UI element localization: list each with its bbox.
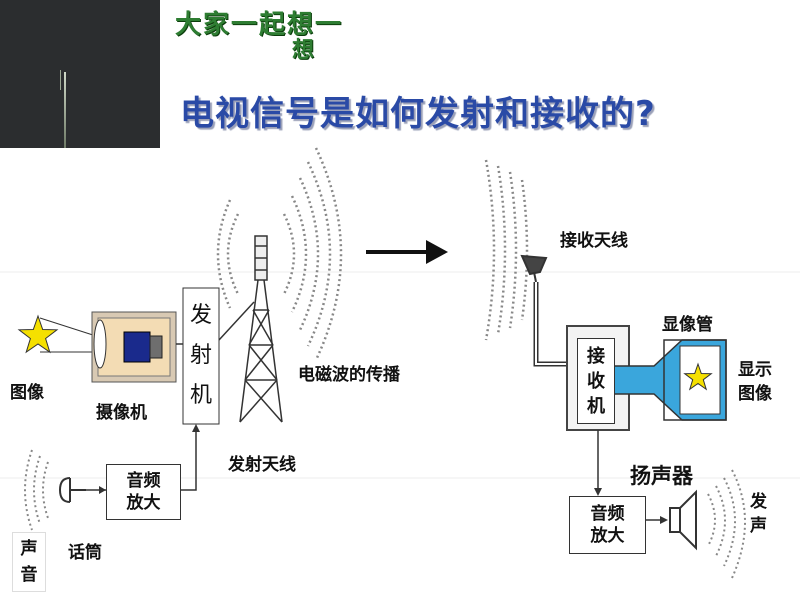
camera-label: 摄像机 <box>96 403 147 423</box>
output-char: 发 <box>750 492 767 512</box>
star-icon <box>17 314 59 354</box>
audio-amp-box-tx: 音频 放大 <box>106 464 181 520</box>
microphone-label: 话筒 <box>68 543 102 563</box>
prompt-line-2: 想 <box>292 38 317 63</box>
display-line: 图像 <box>738 384 772 404</box>
receiver-box: 接 收 机 <box>577 338 615 424</box>
receiver-char: 收 <box>587 370 605 392</box>
microphone-icon <box>58 477 86 503</box>
audio-amp-line: 音频 <box>590 504 625 524</box>
antenna-cable-inner <box>535 282 576 365</box>
signal-wire <box>181 428 197 491</box>
audio-amp-line: 音频 <box>126 471 161 491</box>
radio-waves <box>216 147 343 361</box>
receiver-char: 接 <box>587 345 605 367</box>
audio-amp-box-rx: 音频 放大 <box>569 496 646 554</box>
speaker-icon <box>669 489 697 551</box>
light-ray <box>39 317 97 337</box>
transmit-tower-icon <box>239 235 283 423</box>
output-sound-waves <box>707 469 746 579</box>
arrow-head <box>192 424 200 432</box>
arrow-head <box>660 516 668 524</box>
signal-wire <box>218 301 255 341</box>
receive-antenna-label: 接收天线 <box>560 231 628 251</box>
display-line: 显示 <box>738 360 772 380</box>
photo-panel <box>0 0 160 148</box>
transmitter-label: 发 射 机 <box>183 290 219 422</box>
transmitter-char: 射 <box>189 343 212 368</box>
light-streak-top <box>60 70 61 90</box>
propagation-label: 电磁波的传播 <box>298 365 400 385</box>
transmitter-box <box>182 287 220 425</box>
picture-tube <box>613 339 727 421</box>
audio-amp-line: 放大 <box>126 493 161 513</box>
display-image-label: 显示 图像 <box>738 358 788 406</box>
audio-amp-line: 放大 <box>590 526 625 546</box>
sound-char: 音 <box>20 565 38 585</box>
arrow-head <box>594 488 602 496</box>
arrow-head <box>99 486 106 494</box>
incoming-waves <box>484 159 529 341</box>
sound-waves <box>24 449 49 531</box>
transmitter-char: 机 <box>189 383 212 408</box>
picture-tube-label: 显像管 <box>662 315 713 335</box>
sound-label: 声 音 <box>12 532 46 592</box>
receive-antenna-icon <box>520 254 548 283</box>
light-streak <box>64 72 66 148</box>
output-sound-label: 发 声 <box>750 490 774 538</box>
propagation-arrow-head <box>426 240 448 264</box>
transmitter-char: 发 <box>189 303 212 328</box>
display-star-icon <box>683 362 713 391</box>
image-label: 图像 <box>10 383 44 403</box>
speaker-label: 扬声器 <box>630 464 693 488</box>
camera <box>91 311 177 383</box>
sound-char: 声 <box>20 539 38 559</box>
receiver-char: 机 <box>587 395 605 417</box>
transmit-antenna-label: 发射天线 <box>228 455 296 475</box>
page-title: 电视信号是如何发射和接收的? <box>180 94 656 134</box>
output-char: 声 <box>750 516 767 536</box>
prompt-line-1: 大家一起想一 <box>175 10 344 40</box>
